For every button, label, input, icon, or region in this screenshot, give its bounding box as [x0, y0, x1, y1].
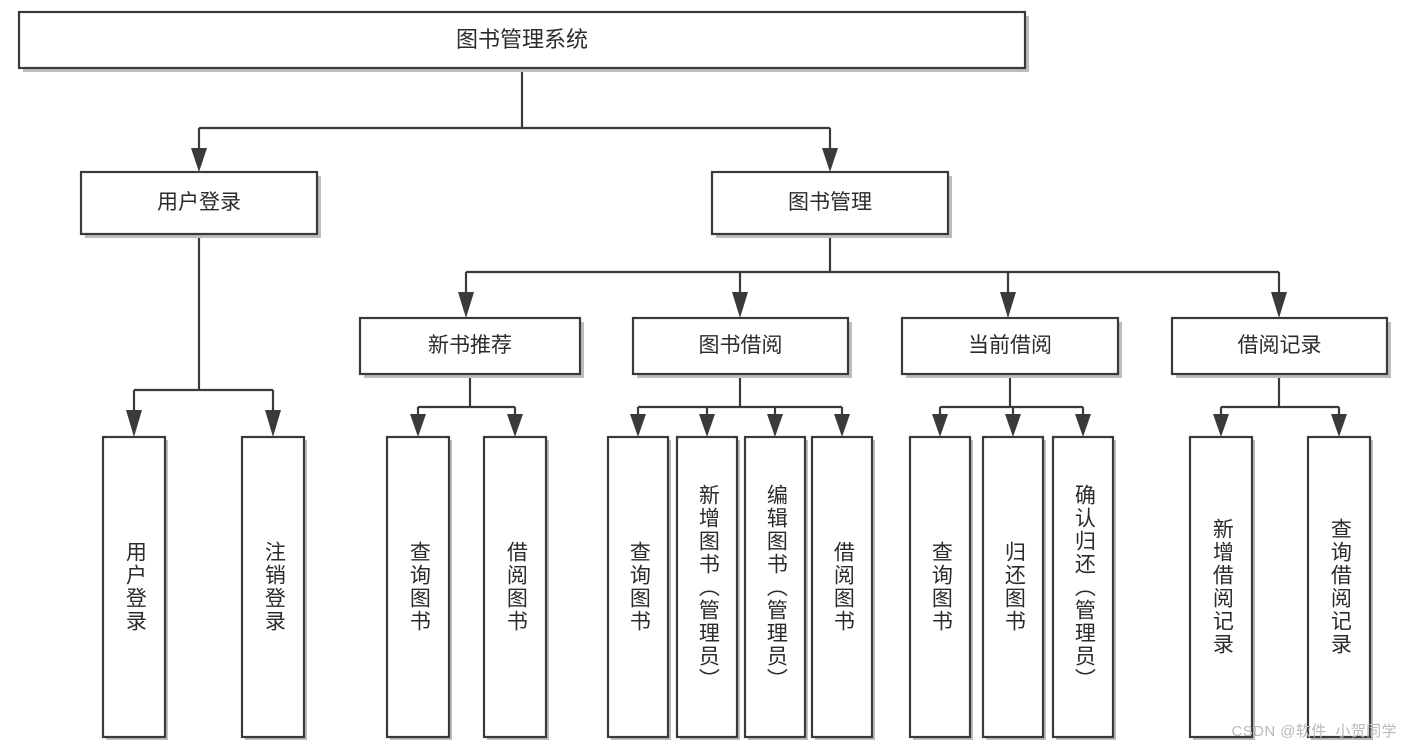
- arrow-to-borrow-record: [1271, 292, 1287, 318]
- node-box-book-borrow[interactable]: [631, 316, 852, 378]
- csdn-watermark: CSDN @软件_小贺同学: [1231, 723, 1397, 740]
- node-box-leaf-borrow-book[interactable]: [810, 435, 875, 740]
- arrow-to-leaf-query-borrow-record: [1331, 414, 1347, 437]
- arrow-to-leaf-borrow-book-recommend: [507, 414, 523, 437]
- node-box-leaf-query-book-borrow[interactable]: [606, 435, 671, 740]
- connector-group-book-management-to-level3: [458, 234, 1287, 318]
- arrow-to-leaf-edit-book-admin: [767, 414, 783, 437]
- arrow-to-leaf-user-login: [126, 410, 142, 437]
- arrow-to-leaf-add-book-admin: [699, 414, 715, 437]
- arrow-to-leaf-add-borrow-record: [1213, 414, 1229, 437]
- connector-group-user-login-to-leaves: [126, 234, 281, 437]
- connector-group-current-borrow-to-leaves: [932, 374, 1091, 437]
- node-box-root[interactable]: [17, 10, 1029, 72]
- arrow-to-book-borrow: [732, 292, 748, 318]
- node-box-leaf-query-borrow-record[interactable]: [1306, 435, 1373, 740]
- node-box-leaf-return-book[interactable]: [981, 435, 1046, 740]
- node-box-leaf-confirm-return-admin[interactable]: [1051, 435, 1116, 740]
- node-box-leaf-add-book-admin[interactable]: [675, 435, 740, 740]
- node-box-leaf-query-book-current[interactable]: [908, 435, 973, 740]
- arrow-to-leaf-logout: [265, 410, 281, 437]
- node-box-current-borrow[interactable]: [900, 316, 1122, 378]
- node-box-leaf-logout[interactable]: [240, 435, 307, 740]
- arrow-to-current-borrow: [1000, 292, 1016, 318]
- node-box-new-book-recommend[interactable]: [358, 316, 584, 378]
- node-box-leaf-borrow-book-recommend[interactable]: [482, 435, 549, 740]
- connector-group-new-book-recommend-to-leaves: [410, 374, 523, 437]
- node-box-borrow-record[interactable]: [1170, 316, 1391, 378]
- arrow-to-leaf-query-book-borrow: [630, 414, 646, 437]
- connector-group-root-to-level2: [191, 68, 838, 172]
- arrow-to-leaf-confirm-return-admin: [1075, 414, 1091, 437]
- arrow-to-leaf-query-book-current: [932, 414, 948, 437]
- node-box-user-login[interactable]: [79, 170, 321, 238]
- arrow-to-leaf-borrow-book: [834, 414, 850, 437]
- node-box-leaf-edit-book-admin[interactable]: [743, 435, 808, 740]
- connector-group-book-borrow-to-leaves: [630, 374, 850, 437]
- arrow-to-user-login: [191, 148, 207, 172]
- arrow-to-new-book-recommend: [458, 292, 474, 318]
- node-box-leaf-add-borrow-record[interactable]: [1188, 435, 1255, 740]
- connector-group-borrow-record-to-leaves: [1213, 374, 1347, 437]
- arrow-to-leaf-query-book-recommend: [410, 414, 426, 437]
- arrow-to-book-management: [822, 148, 838, 172]
- node-box-book-management[interactable]: [710, 170, 952, 238]
- node-box-leaf-query-book-recommend[interactable]: [385, 435, 452, 740]
- node-box-leaf-user-login[interactable]: [101, 435, 168, 740]
- arrow-to-leaf-return-book: [1005, 414, 1021, 437]
